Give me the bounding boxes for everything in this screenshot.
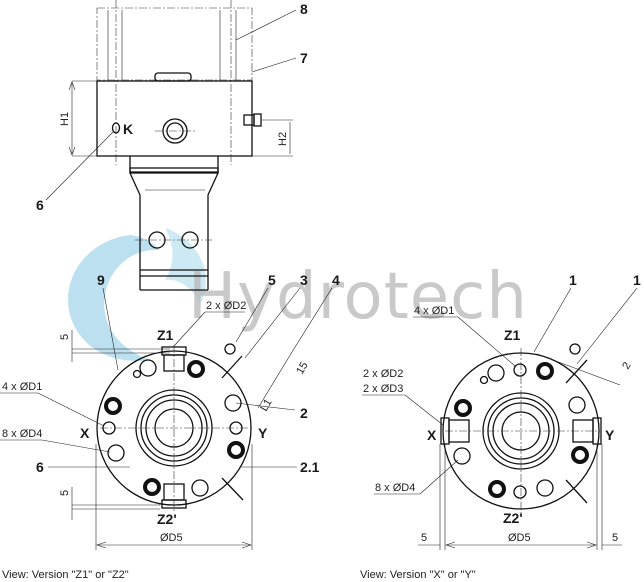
callout-2-1: 2.1	[300, 459, 320, 475]
dim-h1: H1	[59, 112, 71, 126]
dim-4xd1: 4 x ØD1	[2, 381, 42, 393]
axis-z2-xy: Z2'	[503, 510, 523, 526]
callout-7: 7	[300, 50, 308, 66]
dim-4xd1-xy: 4 x ØD1	[414, 305, 454, 317]
callout-6-side: 6	[36, 197, 44, 213]
axis-z2: Z2'	[157, 511, 177, 527]
dim-2: 2	[620, 360, 633, 371]
callout-8: 8	[300, 1, 308, 17]
caption-view-xy: View: Version "X" or "Y"	[360, 569, 476, 581]
watermark-logo-icon	[68, 228, 206, 361]
callout-4: 4	[332, 272, 340, 288]
dim-5-right: 5	[612, 532, 618, 544]
callout-1b: 1	[633, 272, 641, 288]
dim-h2: H2	[277, 132, 289, 146]
view-z-plan: ØD5 5 5 Z1 Z2' X Y 2 x ØD2 4 x ØD1 8 x Ø…	[0, 272, 340, 581]
callout-5: 5	[268, 272, 276, 288]
axis-z1: Z1	[157, 327, 174, 343]
axis-y-xy: Y	[605, 427, 615, 443]
axis-z1-xy: Z1	[504, 327, 521, 343]
dim-2xd3-xy: 2 x ØD3	[363, 383, 403, 395]
callout-3: 3	[300, 272, 308, 288]
side-view: K H1 H2 8 7 6	[36, 0, 308, 291]
dim-5-bottom: 5	[59, 490, 71, 496]
dim-d5-xy: ØD5	[508, 532, 531, 544]
callout-9: 9	[97, 272, 105, 288]
dim-5-top: 5	[59, 334, 71, 340]
dim-8xd4-xy: 8 x ØD4	[375, 482, 415, 494]
dim-2xd2-xy: 2 x ØD2	[363, 368, 403, 380]
axis-y: Y	[258, 425, 268, 441]
dim-8xd4: 8 x ØD4	[2, 428, 42, 440]
port-k-label: K	[123, 121, 133, 137]
view-xy-plan: ØD5 5 5 2 Z1 Z2' X Y 4 x ØD1 2 x ØD2 2 x…	[360, 272, 641, 581]
watermark-text: Hydrotech	[188, 260, 528, 334]
callout-2: 2	[300, 405, 308, 421]
axis-x: X	[80, 425, 90, 441]
dim-l1: L1	[258, 397, 275, 414]
dim-15: 15	[294, 360, 311, 377]
caption-view-z: View: Version "Z1" or "Z2"	[2, 569, 129, 581]
dim-2xd2: 2 x ØD2	[206, 300, 246, 312]
dim-d5-z: ØD5	[160, 532, 183, 544]
axis-x-xy: X	[427, 427, 437, 443]
callout-6-plan: 6	[36, 459, 44, 475]
callout-1a: 1	[569, 272, 577, 288]
dim-5-left: 5	[421, 532, 427, 544]
